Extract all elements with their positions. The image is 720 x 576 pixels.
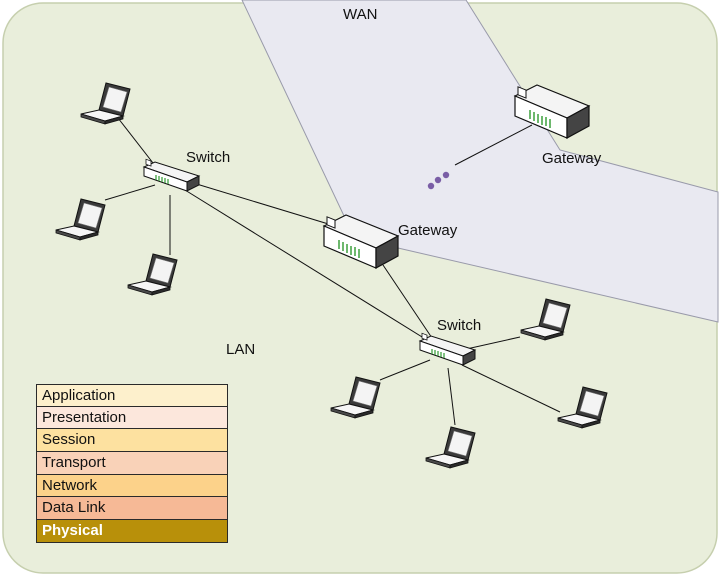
switch-bottom-label: Switch <box>437 317 481 334</box>
link-switch-gateway <box>189 181 336 227</box>
wan-label: WAN <box>343 6 377 23</box>
gateway-center-label: Gateway <box>398 222 458 239</box>
network-links <box>104 117 561 426</box>
osi-layer-data-link: Data Link <box>36 497 228 521</box>
link-laptop-switch-bottom <box>447 367 456 426</box>
osi-layer-application: Application <box>36 384 228 407</box>
lan-label: LAN <box>226 341 255 358</box>
link-laptop-switch-bottom <box>461 364 561 413</box>
osi-layer-session: Session <box>36 429 228 453</box>
osi-layer-physical: Physical <box>36 520 228 543</box>
link-wan-gateway <box>454 124 533 166</box>
osi-layer-transport: Transport <box>36 452 228 475</box>
ellipsis-icon <box>427 171 450 190</box>
gateway-right-label: Gateway <box>542 150 602 167</box>
osi-layer-network: Network <box>36 474 228 498</box>
link-laptop-switch-bottom <box>379 359 431 381</box>
link-laptop-switch-bottom <box>461 336 521 351</box>
switch-top-label: Switch <box>186 149 230 166</box>
link-switch-switch <box>184 189 436 346</box>
link-gateway-switch <box>382 264 433 339</box>
osi-layer-presentation: Presentation <box>36 406 228 430</box>
link-laptop-switch-top <box>104 184 156 201</box>
